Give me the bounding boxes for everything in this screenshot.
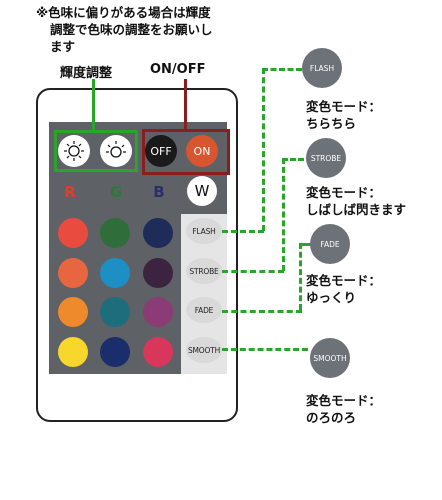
flash-button[interactable]: FLASH xyxy=(186,218,222,244)
flash-description: 変色モード： ちらちら xyxy=(306,98,381,132)
color-button-4-3[interactable] xyxy=(143,337,173,367)
onoff-connector xyxy=(184,79,187,131)
color-button-1-3[interactable] xyxy=(143,218,173,248)
brightness-button-box xyxy=(54,130,138,172)
fade-connector-h xyxy=(299,243,311,246)
fade-button[interactable]: FADE xyxy=(186,297,222,323)
flash-desc: ちらちら xyxy=(306,116,357,131)
note-line-1: ※色味に偏りがある場合は輝度 xyxy=(36,5,211,20)
flash-connector-v xyxy=(262,68,265,231)
color-button-3-2[interactable] xyxy=(100,297,130,327)
note-line-3: ます xyxy=(50,39,76,54)
strobe-title: 変色モード： xyxy=(306,185,382,200)
brightness-label: 輝度調整 xyxy=(60,66,113,81)
smooth-mode-icon: SMOOTH xyxy=(310,338,350,378)
color-button-2-2[interactable] xyxy=(100,258,130,288)
fade-title: 変色モード： xyxy=(306,273,382,288)
strobe-description: 変色モード： しばしば閃きます xyxy=(306,184,406,218)
bulb-icon xyxy=(64,141,84,161)
note-line-2: 調整で色味の調整をお願いし xyxy=(50,22,213,37)
color-button-2-3[interactable] xyxy=(143,258,173,288)
color-button-1-2[interactable] xyxy=(100,218,130,248)
brightness-down-button[interactable] xyxy=(58,135,90,167)
white-button[interactable]: W xyxy=(187,176,217,206)
color-button-4-1[interactable] xyxy=(58,337,88,367)
flash-connector xyxy=(222,230,264,233)
flash-title: 変色モード： xyxy=(306,99,382,114)
color-button-1-1[interactable] xyxy=(58,218,88,248)
smooth-desc: のろのろ xyxy=(306,410,357,425)
brightness-connector xyxy=(92,79,95,131)
green-button[interactable]: G xyxy=(109,183,123,201)
color-button-3-1[interactable] xyxy=(58,297,88,327)
fade-connector xyxy=(222,310,302,313)
strobe-desc: しばしば閃きます xyxy=(306,202,407,217)
brightness-up-button[interactable] xyxy=(100,135,132,167)
strobe-connector xyxy=(222,270,284,273)
smooth-connector xyxy=(222,348,308,351)
bulb-icon xyxy=(106,141,126,158)
fade-connector-v xyxy=(299,243,302,310)
smooth-title: 変色モード： xyxy=(306,393,382,408)
note-text: ※色味に偏りがある場合は輝度 調整で色味の調整をお願いし ます xyxy=(36,4,396,55)
fade-mode-icon: FADE xyxy=(310,224,350,264)
strobe-connector-h xyxy=(282,158,304,161)
flash-connector-h xyxy=(262,68,302,71)
strobe-mode-icon: STROBE xyxy=(306,138,346,178)
color-button-4-2[interactable] xyxy=(100,337,130,367)
strobe-button[interactable]: STROBE xyxy=(186,258,222,284)
flash-mode-icon: FLASH xyxy=(302,48,342,88)
fade-description: 変色モード： ゆっくり xyxy=(306,272,381,306)
smooth-description: 変色モード： のろのろ xyxy=(306,392,381,426)
on-button[interactable]: ON xyxy=(186,135,218,167)
onoff-label: ON/OFF xyxy=(150,62,206,77)
smooth-button[interactable]: SMOOTH xyxy=(186,337,222,363)
red-button[interactable]: R xyxy=(64,183,76,201)
color-button-2-1[interactable] xyxy=(58,258,88,288)
strobe-connector-v xyxy=(282,158,285,271)
off-button[interactable]: OFF xyxy=(145,135,177,167)
blue-button[interactable]: B xyxy=(153,183,165,201)
fade-desc: ゆっくり xyxy=(306,290,357,305)
color-button-3-3[interactable] xyxy=(143,297,173,327)
onoff-button-box xyxy=(142,129,230,175)
